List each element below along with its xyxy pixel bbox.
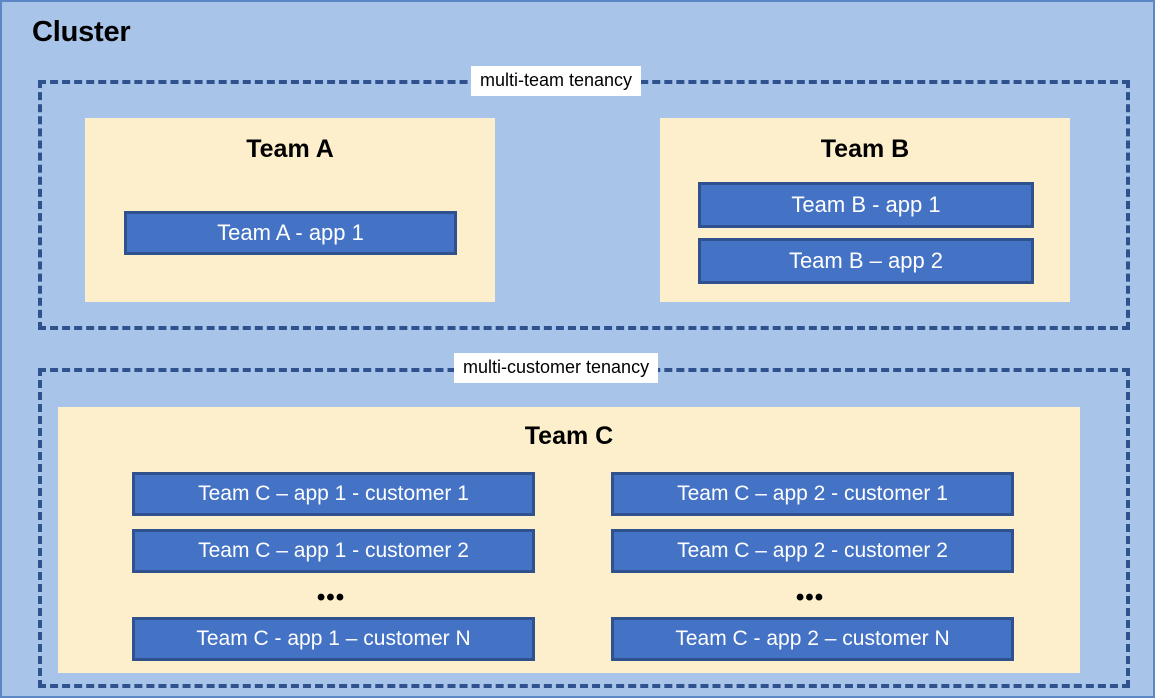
team-heading-team-c: Team C: [524, 422, 614, 450]
page-title: Cluster: [32, 16, 131, 48]
app-box-team-a-app-1[interactable]: Team A - app 1: [124, 211, 457, 255]
ellipsis-team-c-app-2: •••: [795, 584, 825, 611]
app-box-team-c-app-1-customer-n[interactable]: Team C - app 1 – customer N: [132, 617, 535, 661]
ellipsis-team-c-app-1: •••: [316, 584, 346, 611]
app-box-team-c-app-2-customer-n[interactable]: Team C - app 2 – customer N: [611, 617, 1014, 661]
team-heading-team-b: Team B: [820, 135, 910, 163]
team-panel-team-b: Team B Team B - app 1 Team B – app 2: [660, 118, 1070, 302]
app-box-team-c-app-1-customer-1[interactable]: Team C – app 1 - customer 1: [132, 472, 535, 516]
zone-label-multi-team-tenancy: multi-team tenancy: [471, 66, 642, 96]
app-box-team-c-app-1-customer-2[interactable]: Team C – app 1 - customer 2: [132, 529, 535, 573]
zone-label-multi-customer-tenancy: multi-customer tenancy: [454, 353, 659, 383]
team-heading-team-a: Team A: [246, 135, 334, 163]
app-box-team-b-app-2[interactable]: Team B – app 2: [698, 238, 1034, 284]
team-panel-team-a: Team A Team A - app 1: [85, 118, 495, 302]
app-box-team-c-app-2-customer-2[interactable]: Team C – app 2 - customer 2: [611, 529, 1014, 573]
app-box-team-c-app-2-customer-1[interactable]: Team C – app 2 - customer 1: [611, 472, 1014, 516]
team-panel-team-c: Team C Team C – app 1 - customer 1 Team …: [58, 407, 1080, 673]
app-box-team-b-app-1[interactable]: Team B - app 1: [698, 182, 1034, 228]
